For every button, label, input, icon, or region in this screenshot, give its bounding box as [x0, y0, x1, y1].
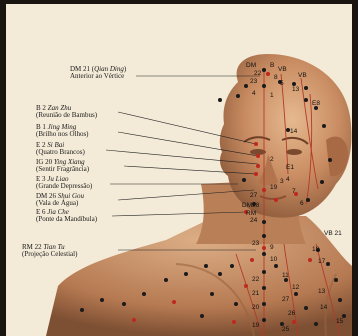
point-11: 11 — [282, 272, 289, 279]
point-5: 5 — [280, 80, 284, 87]
point-9: 9 — [270, 244, 274, 251]
point-vb: VB — [278, 66, 287, 73]
label-dm26: DM 26 Shui Gou (Vala de Água) — [36, 193, 84, 208]
label-b1: B 1 Jing Ming (Brilho nos Olhos) — [36, 124, 89, 139]
point-22: 22 — [254, 70, 261, 77]
point-18: 18 — [312, 246, 319, 253]
point-25: 25 — [282, 326, 289, 333]
point-13: 13 — [292, 86, 299, 93]
point-rm: RM — [246, 210, 256, 217]
point-23b: 23 — [252, 240, 259, 247]
point-3: 3 — [280, 178, 284, 185]
point-4: 4 — [252, 90, 256, 97]
point-13b: 13 — [318, 288, 325, 295]
point-2: 2 — [270, 156, 274, 163]
point-e1: E1 — [286, 164, 294, 171]
point-14: 14 — [290, 128, 297, 135]
label-ig20: IG 20 Ying Xiang (Sentir Fragrância) — [36, 159, 89, 174]
point-19b: 19 — [252, 322, 259, 329]
point-26: 26 — [288, 310, 295, 317]
point-12: 12 — [292, 284, 299, 291]
point-4b: 4 — [286, 176, 290, 183]
point-15: 15 — [336, 318, 343, 325]
point-vb21: VB 21 — [324, 230, 342, 237]
point-10: 10 — [270, 256, 277, 263]
point-dm: DM — [246, 62, 256, 69]
point-27: 27 — [250, 192, 257, 199]
point-14b: 14 — [320, 304, 327, 311]
point-22b: 22 — [252, 276, 259, 283]
label-b2: B 2 Zan Zhu (Reunião de Bambus) — [36, 105, 97, 120]
point-21: 21 — [252, 290, 259, 297]
point-6: 6 — [300, 200, 304, 207]
point-24: 24 — [250, 217, 257, 224]
point-e8: E8 — [312, 100, 320, 107]
point-17: 17 — [318, 258, 325, 265]
point-20: 20 — [252, 304, 259, 311]
point-b: B — [270, 62, 274, 69]
point-8: 8 — [274, 74, 278, 81]
point-23: 23 — [250, 78, 257, 85]
point-1: 1 — [270, 92, 274, 99]
point-19: 19 — [270, 184, 277, 191]
label-e2: E 2 Si Bai (Quatro Brancos) — [36, 142, 85, 157]
label-e3: E 3 Ju Liao (Grande Depressão) — [36, 176, 92, 191]
point-vb2: VB — [298, 72, 307, 79]
shoulders-torso — [46, 216, 352, 336]
point-27b: 27 — [282, 296, 289, 303]
label-rm22: RM 22 Tian Tu (Projeção Celestial) — [22, 244, 77, 259]
label-e6: E 6 Jia Che (Ponte da Mandíbula) — [36, 209, 97, 224]
point-7: 7 — [292, 188, 296, 195]
label-dm21: DM 21 (Qian Ding) Anterior ao Vértice — [70, 66, 126, 81]
point-dm28: DM28 — [242, 202, 259, 209]
acupuncture-poster: DM 21 (Qian Ding) Anterior ao Vértice B … — [6, 4, 352, 336]
